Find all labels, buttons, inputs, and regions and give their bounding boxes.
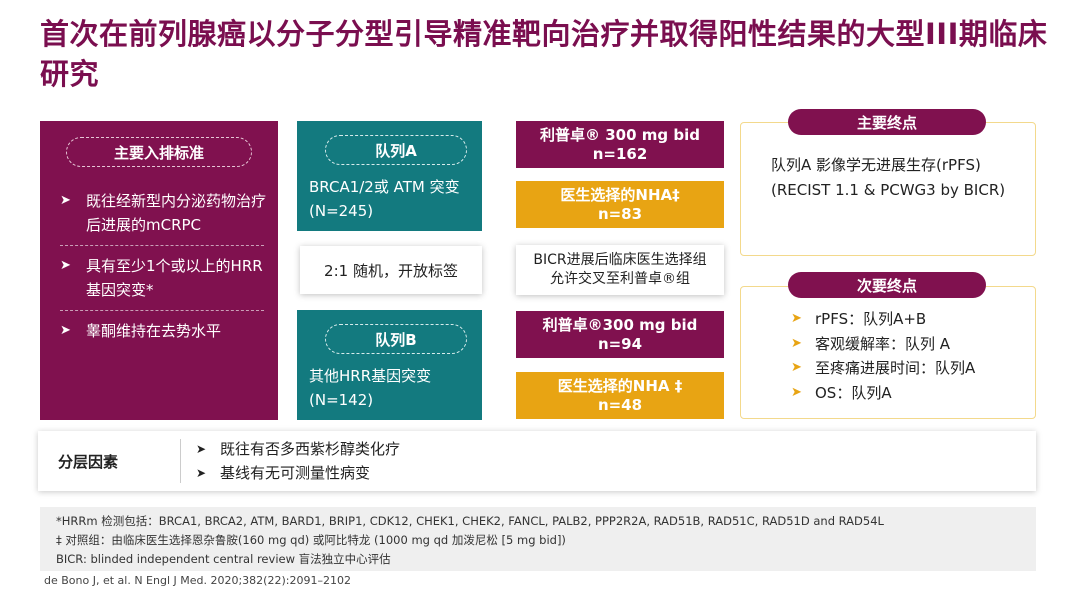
crossover-note: BICR进展后临床医生选择组 允许交叉至利普卓®组 bbox=[516, 245, 724, 295]
primary-endpoint-text: 队列A 影像学无进展生存(rPFS) (RECIST 1.1 & PCWG3 b… bbox=[771, 156, 1006, 199]
triangle-arrow-icon: ➤ bbox=[791, 335, 802, 351]
cohort-a-control-arm: 医生选择的NHA‡ n=83 bbox=[516, 181, 724, 228]
cohort-b-label: 队列B bbox=[325, 324, 467, 354]
triangle-arrow-icon: ➤ bbox=[60, 323, 71, 338]
secondary-endpoints-list: ➤ rPFS：队列A+B ➤ 客观缓解率：队列 A ➤ 至疼痛进展时间：队列A … bbox=[791, 307, 975, 405]
criteria-list: ➤ 既往经新型内分泌药物治疗后进展的mCRPC ➤ 具有至少1个或以上的HRR基… bbox=[60, 187, 268, 349]
secondary-endpoints-heading: 次要终点 bbox=[788, 272, 986, 298]
inclusion-criteria-panel: 主要入排标准 ➤ 既往经新型内分泌药物治疗后进展的mCRPC ➤ 具有至少1个或… bbox=[40, 121, 278, 420]
list-item: ➤ 既往有否多西紫杉醇类化疗 bbox=[196, 437, 400, 461]
primary-endpoint-box: 队列A 影像学无进展生存(rPFS) (RECIST 1.1 & PCWG3 b… bbox=[740, 122, 1036, 256]
divider bbox=[60, 245, 264, 246]
triangle-arrow-icon: ➤ bbox=[791, 311, 802, 326]
stratification-label: 分层因素 bbox=[58, 453, 119, 471]
triangle-arrow-icon: ➤ bbox=[60, 258, 71, 273]
cohort-a-box: 队列A BRCA1/2或 ATM 突变 (N=245) bbox=[297, 121, 482, 231]
list-item: ➤ OS：队列A bbox=[791, 381, 975, 406]
list-item: ➤ rPFS：队列A+B bbox=[791, 307, 975, 332]
cohort-a-olaparib-arm: 利普卓® 300 mg bid n=162 bbox=[516, 121, 724, 168]
inclusion-criteria-heading: 主要入排标准 bbox=[66, 137, 252, 167]
cohort-a-label: 队列A bbox=[325, 135, 467, 165]
footnote: ‡ 对照组：由临床医生选择恩杂鲁胺(160 mg qd) 或阿比特龙 (1000… bbox=[56, 533, 566, 547]
triangle-arrow-icon: ➤ bbox=[60, 193, 71, 208]
cohort-b-olaparib-arm: 利普卓®300 mg bid n=94 bbox=[516, 311, 724, 358]
list-item: ➤ 既往经新型内分泌药物治疗后进展的mCRPC bbox=[60, 187, 268, 243]
list-item: ➤ 基线有无可测量性病变 bbox=[196, 461, 400, 485]
footnote: BICR: blinded independent central review… bbox=[56, 552, 391, 566]
triangle-arrow-icon: ➤ bbox=[791, 384, 802, 400]
page-title: 首次在前列腺癌以分子分型引导精准靶向治疗并取得阳性结果的大型III期临床研究 bbox=[40, 17, 1048, 91]
cohort-b-box: 队列B 其他HRR基因突变 (N=142) bbox=[297, 310, 482, 420]
stratification-box: 分层因素 ➤ 既往有否多西紫杉醇类化疗 ➤ 基线有无可测量性病变 bbox=[38, 431, 1036, 491]
list-item: ➤ 睾酮维持在去势水平 bbox=[60, 317, 268, 349]
footnote: *HRRm 检测包括：BRCA1, BRCA2, ATM, BARD1, BRI… bbox=[56, 514, 884, 528]
list-item: ➤ 至疼痛进展时间：队列A bbox=[791, 356, 975, 381]
primary-endpoint-heading: 主要终点 bbox=[788, 109, 986, 135]
cohort-b-description: 其他HRR基因突变 (N=142) bbox=[309, 367, 432, 409]
list-item: ➤ 客观缓解率：队列 A bbox=[791, 332, 975, 357]
cohort-a-description: BRCA1/2或 ATM 突变 (N=245) bbox=[309, 178, 460, 220]
citation: de Bono J, et al. N Engl J Med. 2020;382… bbox=[44, 574, 351, 587]
triangle-arrow-icon: ➤ bbox=[196, 466, 207, 480]
list-item: ➤ 具有至少1个或以上的HRR基因突变* bbox=[60, 252, 268, 308]
triangle-arrow-icon: ➤ bbox=[791, 360, 802, 375]
stratification-list: ➤ 既往有否多西紫杉醇类化疗 ➤ 基线有无可测量性病变 bbox=[196, 437, 400, 485]
randomization-box: 2:1 随机，开放标签 bbox=[300, 246, 482, 294]
secondary-endpoints-box: ➤ rPFS：队列A+B ➤ 客观缓解率：队列 A ➤ 至疼痛进展时间：队列A … bbox=[740, 286, 1036, 419]
triangle-arrow-icon: ➤ bbox=[196, 442, 207, 456]
divider bbox=[60, 310, 264, 311]
footnotes: *HRRm 检测包括：BRCA1, BRCA2, ATM, BARD1, BRI… bbox=[40, 507, 1036, 571]
divider bbox=[180, 439, 181, 483]
cohort-b-control-arm: 医生选择的NHA ‡ n=48 bbox=[516, 372, 724, 419]
